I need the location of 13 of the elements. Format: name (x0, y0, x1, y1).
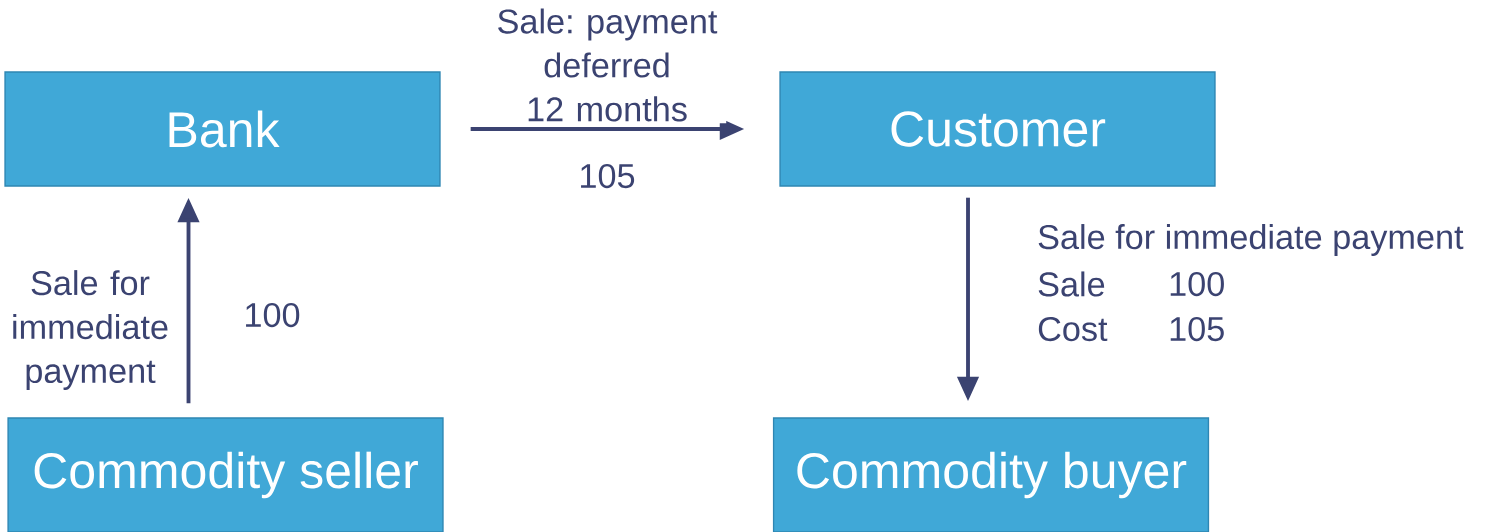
edge-label: Sale for immediate payment (1035, 222, 1466, 258)
value-label: 100 (246, 302, 300, 328)
value-label: Sale (1038, 271, 1105, 297)
edge-label: Sale for immediate payment (0, 268, 185, 392)
value-label: Cost (1038, 316, 1108, 342)
value-label: 105 (1170, 316, 1224, 342)
value-label: 100 (1170, 271, 1224, 297)
process-box: Customer (779, 71, 1216, 187)
process-box: Bank (4, 71, 441, 187)
value-label: 105 (581, 163, 635, 189)
edge-label: Sale: payment deferred 12 months (487, 6, 727, 124)
process-box: Commodity buyer (772, 417, 1210, 532)
process-box: Commodity seller (7, 417, 444, 532)
